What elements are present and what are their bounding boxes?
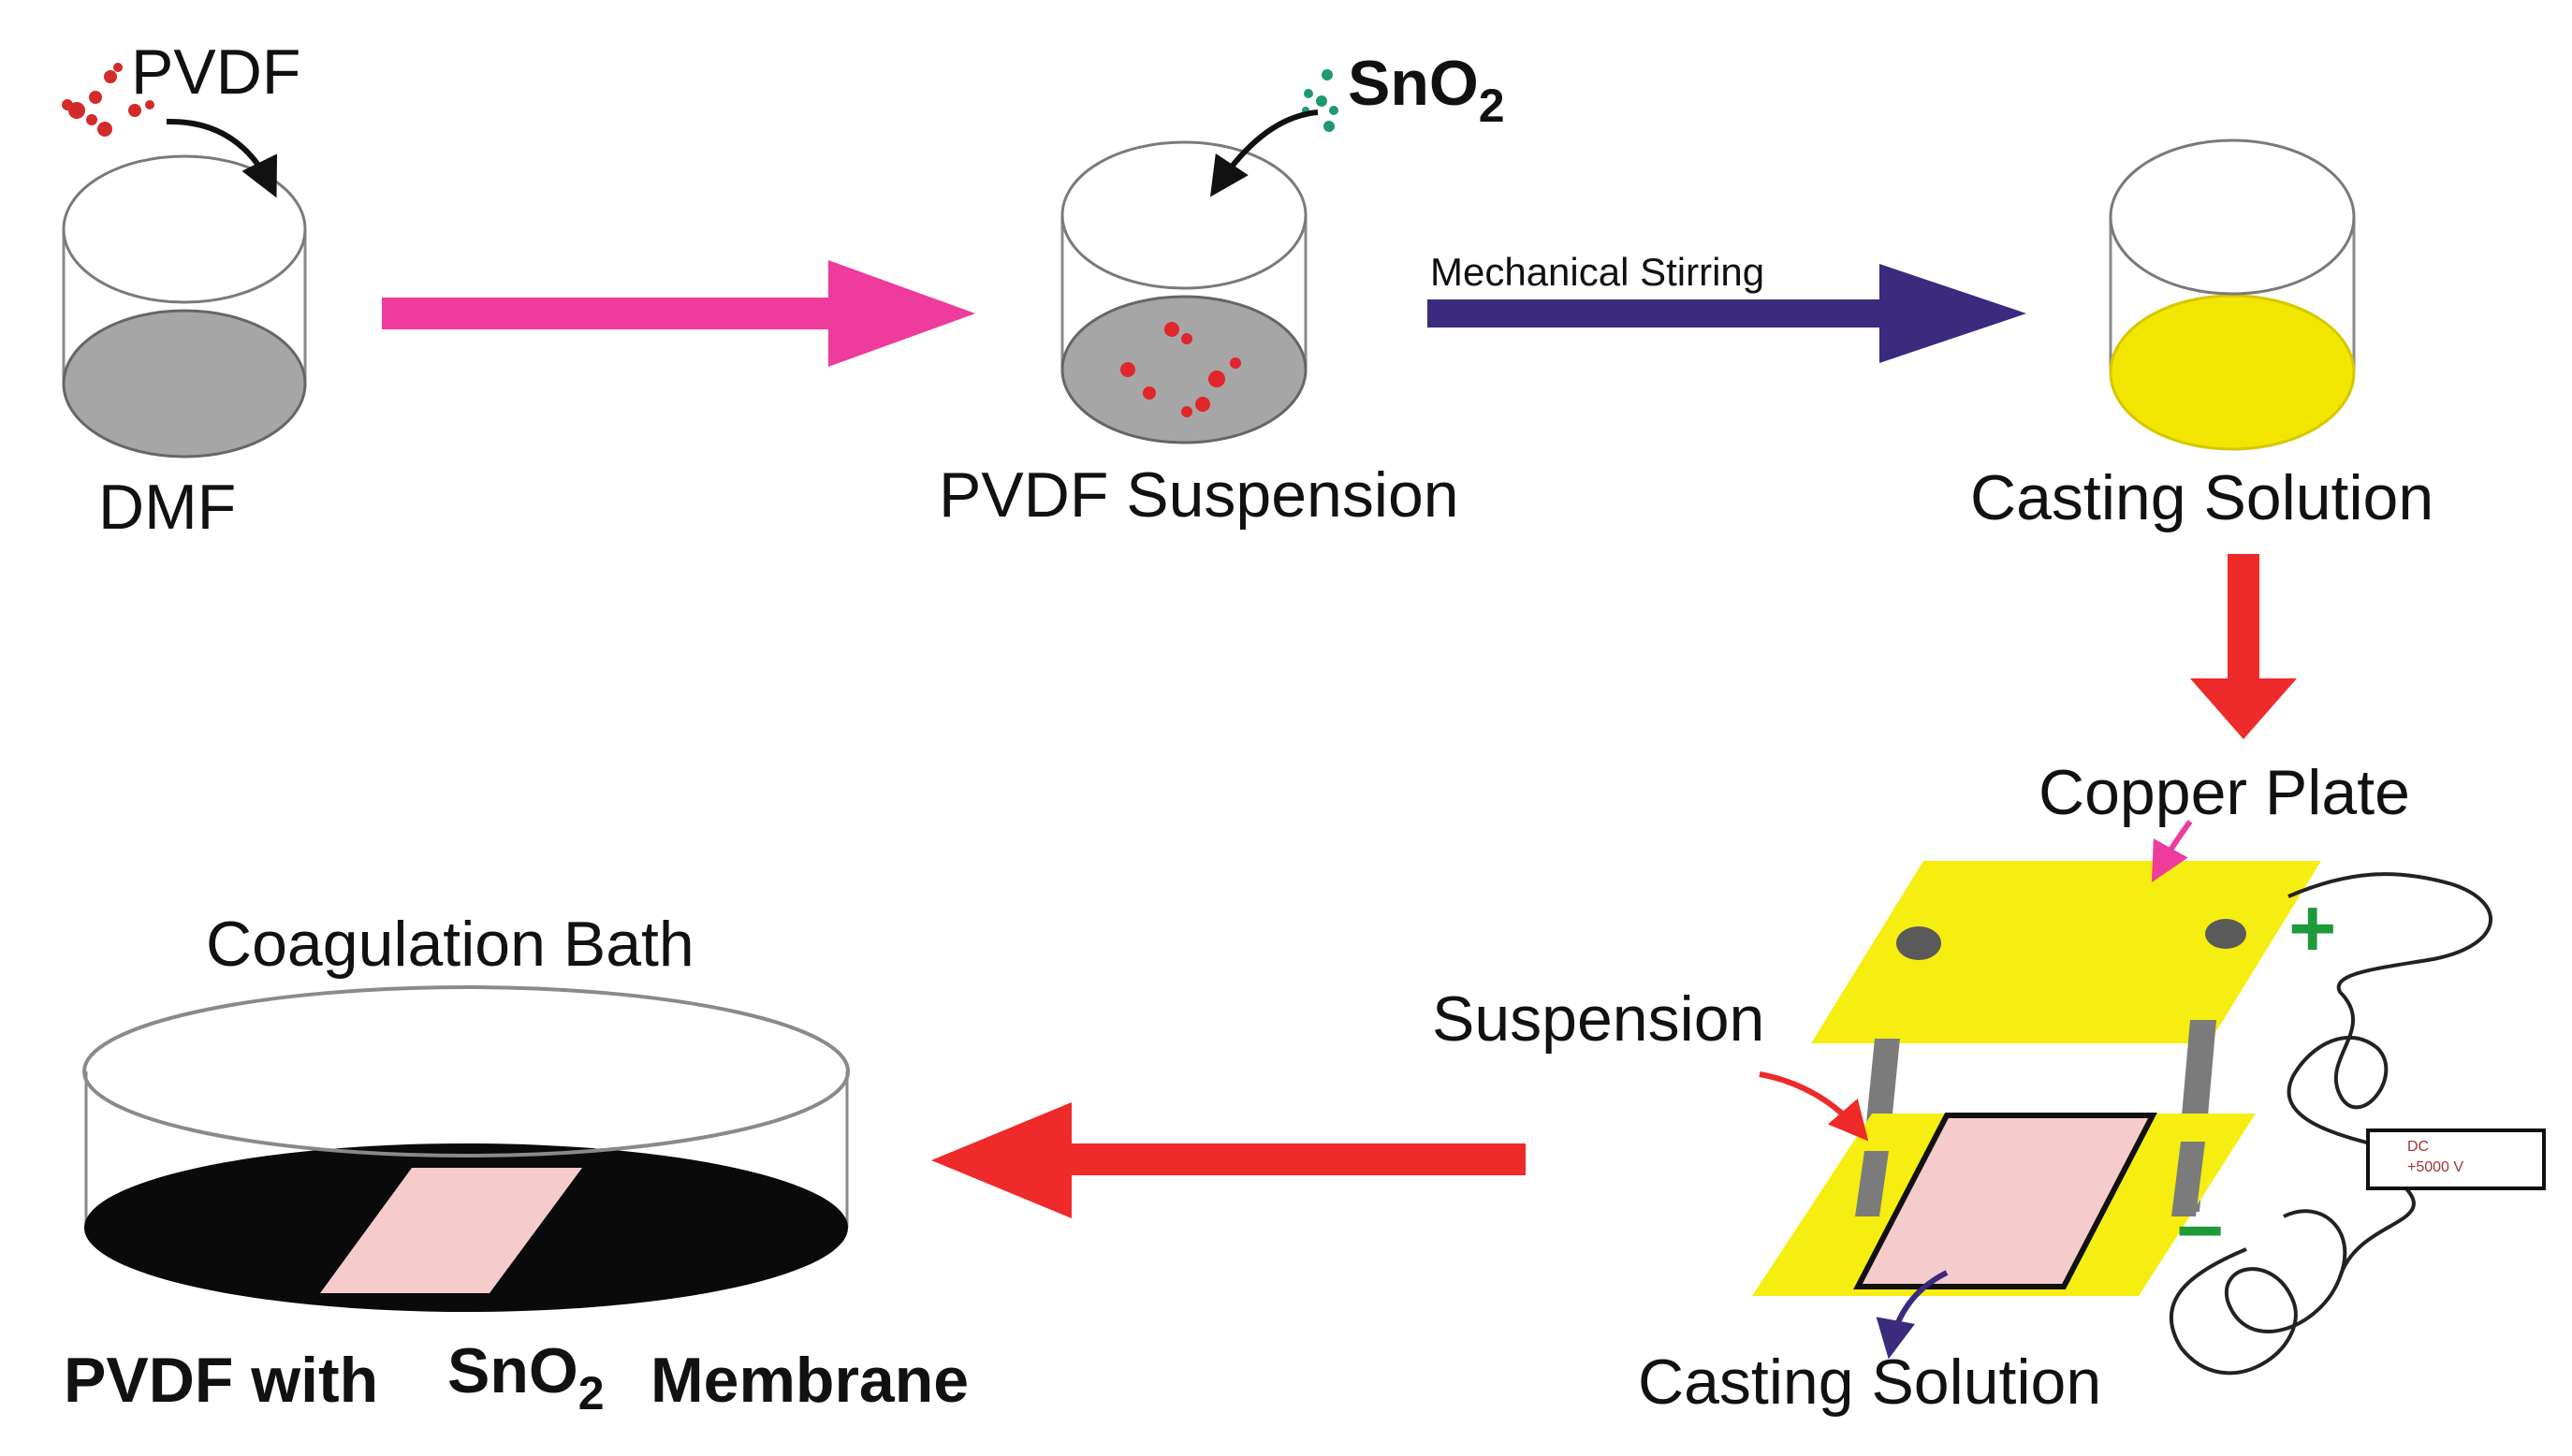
dmf-label: DMF (98, 472, 236, 543)
positive-terminal: + (2288, 881, 2336, 974)
left-arrow (931, 1102, 1526, 1218)
coagulation-bath-label: Coagulation Bath (206, 909, 694, 980)
pvdf-add-arrow (166, 118, 278, 198)
down-arrow (2190, 554, 2297, 739)
dmf-beaker (62, 154, 307, 459)
suspension-pointer (1759, 1071, 1869, 1142)
casting-solution-pointer (1876, 1270, 1949, 1360)
svg-text:+5000 V: +5000 V (2407, 1159, 2463, 1175)
power-wires (2169, 872, 2492, 1376)
cast-film (1853, 1113, 2157, 1289)
upper-copper-plate (1811, 861, 2321, 1043)
pvdf-suspension-beaker (1060, 140, 1308, 444)
sno2-add-arrow (1210, 109, 1319, 197)
pvdf-label: PVDF (131, 36, 300, 108)
sno2-particles (1302, 69, 1338, 132)
casting-solution-bottom-label: Casting Solution (1638, 1347, 2101, 1418)
plate-hole-right (2205, 919, 2246, 949)
stirring-arrow (1427, 264, 2026, 363)
bath-rim (82, 985, 850, 1158)
power-supply: DC +5000 V (2366, 1128, 2546, 1190)
svg-text:DC: DC (2407, 1139, 2429, 1155)
plate-hole-left (1896, 926, 1941, 960)
dmf-beaker-rim (62, 154, 307, 304)
mechanical-stirring-label: Mechanical Stirring (1430, 250, 1764, 294)
suspension-label: Suspension (1432, 983, 1764, 1055)
sno2-label: SnO2 (1348, 48, 1505, 132)
pvdf-suspension-label: PVDF Suspension (939, 459, 1459, 531)
copper-plate-label: Copper Plate (2039, 757, 2410, 828)
membrane-label-suffix: Membrane (650, 1345, 969, 1416)
membrane-label-prefix: PVDF with (64, 1345, 378, 1416)
suspended-pvdf-particles (1120, 322, 1241, 417)
magenta-arrow (382, 260, 975, 367)
pvdf-particles (62, 63, 154, 137)
casting-solution-top-label: Casting Solution (1970, 462, 2433, 533)
copper-plate-pointer (2151, 820, 2193, 883)
negative-terminal: − (2176, 1184, 2224, 1276)
suspension-liquid (1060, 295, 1308, 444)
casting-beaker-rim (2109, 138, 2356, 296)
dmf-liquid (62, 309, 307, 459)
membrane-label-sno2: SnO2 (447, 1335, 605, 1420)
suspension-beaker-rim (1060, 140, 1308, 290)
membrane-in-bath (320, 1168, 582, 1293)
casting-liquid (2109, 294, 2356, 451)
casting-solution-beaker (2109, 138, 2356, 451)
